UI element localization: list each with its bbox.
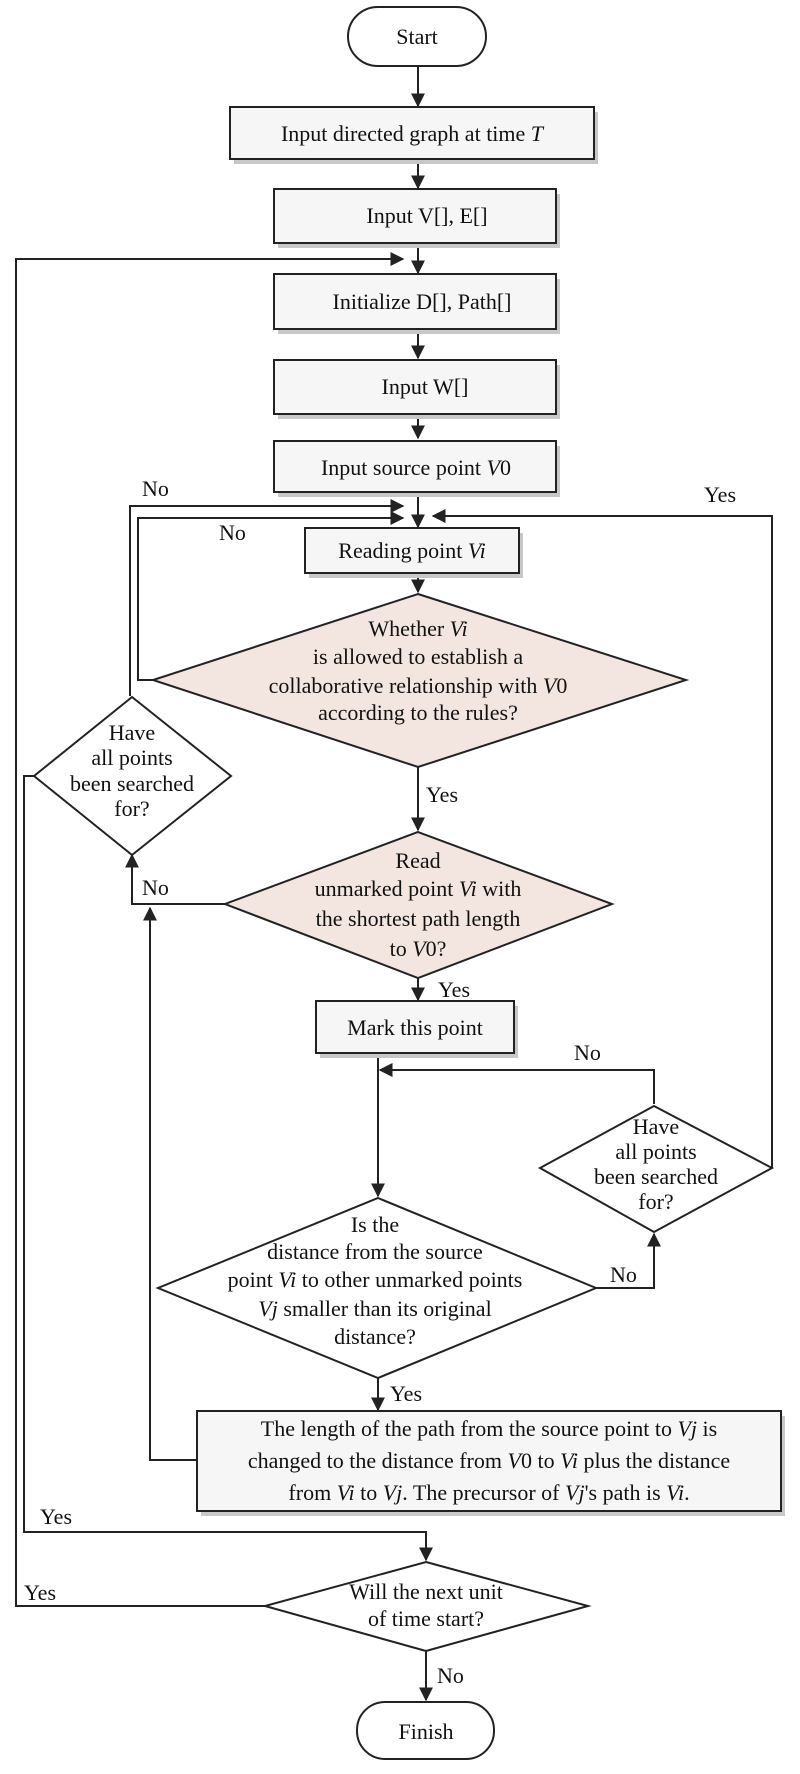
input-w-label: Input W[] xyxy=(382,374,469,399)
edge-have-right-no xyxy=(378,1063,655,1104)
edge-distance-no xyxy=(596,1232,661,1289)
update-line-1: The length of the path from the source p… xyxy=(261,1416,717,1441)
edge-update-loop xyxy=(143,906,196,1461)
distance-line-5: distance? xyxy=(334,1324,416,1349)
update-line-2: changed to the distance from V0 to Vi pl… xyxy=(248,1448,730,1473)
distance-line-3: point Vi to other unmarked points xyxy=(228,1267,523,1292)
have-left-line-3: been searched xyxy=(70,771,194,796)
finish-label: Finish xyxy=(398,1719,453,1744)
update-line-3: from Vi to Vj. The precursor of Vj's pat… xyxy=(288,1480,689,1505)
have-left-line-2: all points xyxy=(91,745,172,770)
input-ve-node: Input V[], E[] xyxy=(273,188,560,248)
have-right-line-4: for? xyxy=(638,1189,673,1214)
distance-line-4: Vj smaller than its original xyxy=(258,1296,491,1321)
label-yes-distance: Yes xyxy=(390,1381,422,1406)
label-yes-left-outer: Yes xyxy=(40,1504,72,1529)
whether-line-3: collaborative relationship with V0 xyxy=(269,673,568,698)
edge-have-right-yes xyxy=(431,509,773,1168)
have-left-line-1: Have xyxy=(109,720,155,745)
edge-have-left-yes xyxy=(23,775,433,1562)
reading-label: Reading point Vi xyxy=(338,538,485,563)
start-label: Start xyxy=(396,24,438,49)
label-no-inner-left: No xyxy=(219,520,246,545)
read-line-3: the shortest path length xyxy=(316,906,521,931)
read-unmarked-decision: Read unmarked point Vi with the shortest… xyxy=(222,830,615,980)
initialize-label: Initialize D[], Path[] xyxy=(333,289,512,314)
input-w-node: Input W[] xyxy=(273,359,560,419)
distance-line-1: Is the xyxy=(351,1212,399,1237)
reading-node: Reading point Vi xyxy=(304,527,523,578)
input-source-label: Input source point V0 xyxy=(321,455,511,480)
have-all-right-decision: Have all points been searched for? xyxy=(537,1104,775,1234)
whether-line-2: is allowed to establish a xyxy=(313,644,523,669)
label-no-right-diamond: No xyxy=(574,1040,601,1065)
label-no-distance: No xyxy=(610,1262,637,1287)
finish-node: Finish xyxy=(356,1701,495,1760)
whether-decision: Whether Vi is allowed to establish a col… xyxy=(149,592,690,769)
have-right-line-1: Have xyxy=(633,1114,679,1139)
have-right-line-2: all points xyxy=(615,1139,696,1164)
edge-whether-no-loop xyxy=(137,511,405,681)
update-node: The length of the path from the source p… xyxy=(196,1410,785,1516)
connectors xyxy=(15,66,773,1702)
input-source-node: Input source point V0 xyxy=(273,440,560,497)
have-left-line-4: for? xyxy=(114,796,149,821)
label-yes-whether: Yes xyxy=(426,782,458,807)
read-line-2: unmarked point Vi with xyxy=(315,876,522,901)
label-no-read: No xyxy=(142,875,169,900)
label-yes-next-unit: Yes xyxy=(24,1580,56,1605)
edge-labels: No No Yes Yes No Yes No No Yes Yes Yes N… xyxy=(24,476,736,1688)
whether-line-1: Whether Vi xyxy=(368,616,467,641)
next-unit-line-1: Will the next unit xyxy=(349,1579,503,1604)
input-graph-label: Input directed graph at time T xyxy=(281,121,545,146)
have-all-left-decision: Have all points been searched for? xyxy=(32,695,233,857)
edge-read-no xyxy=(125,853,225,905)
label-no-next-unit: No xyxy=(437,1663,464,1688)
mark-label: Mark this point xyxy=(347,1015,483,1040)
initialize-node: Initialize D[], Path[] xyxy=(273,273,560,334)
start-node: Start xyxy=(347,6,487,67)
mark-node: Mark this point xyxy=(315,1000,518,1058)
edge-have-left-no xyxy=(129,499,405,696)
label-no-top-left: No xyxy=(142,476,169,501)
have-right-line-3: been searched xyxy=(594,1164,718,1189)
input-ve-label: Input V[], E[] xyxy=(366,203,487,228)
label-yes-top-right: Yes xyxy=(704,482,736,507)
label-yes-read: Yes xyxy=(438,977,470,1002)
read-line-1: Read xyxy=(395,848,440,873)
whether-line-4: according to the rules? xyxy=(318,700,518,725)
distance-decision: Is the distance from the source point Vi… xyxy=(155,1196,599,1380)
distance-line-2: distance from the source xyxy=(267,1239,483,1264)
edge-next-unit-yes xyxy=(15,252,405,1607)
next-unit-decision: Will the next unit of time start? xyxy=(261,1560,592,1653)
read-line-4: to V0? xyxy=(390,936,447,961)
input-graph-node: Input directed graph at time T xyxy=(229,106,598,164)
next-unit-line-2: of time start? xyxy=(368,1606,484,1631)
